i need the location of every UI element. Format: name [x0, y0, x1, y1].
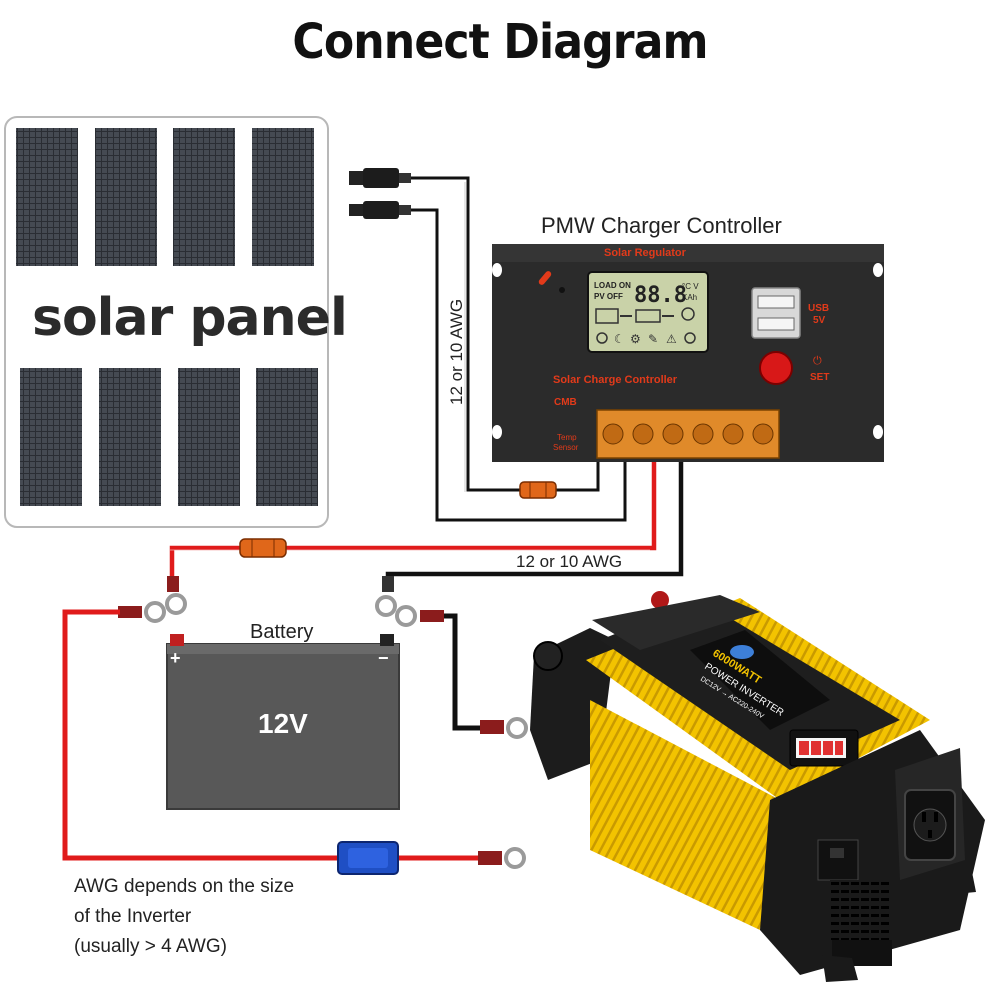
controller-top-label: Solar Regulator	[604, 247, 687, 259]
battery-positive-terminal	[170, 634, 184, 646]
lcd-moon-icon: ☾	[614, 332, 625, 346]
solar-panel-label: solar panel	[32, 288, 348, 348]
lcd-panel-icon	[595, 308, 619, 324]
controller-title: PMW Charger Controller	[541, 213, 782, 238]
cmb-label: CMB	[554, 397, 577, 408]
sensor-label: Sensor	[553, 443, 579, 452]
set-button[interactable]	[759, 351, 793, 385]
inverter-wires	[62, 609, 482, 861]
battery: + −	[166, 634, 400, 810]
awg-note-line-2: of the Inverter	[74, 906, 192, 927]
solar-cells-top	[16, 128, 314, 266]
usb-label: USB	[808, 303, 829, 314]
mount-foot	[822, 955, 858, 982]
controller-bottom-label: Solar Charge Controller	[553, 374, 678, 386]
charge-controller: Solar Regulator LOAD ON PV OFF 88.8 °C V…	[492, 244, 884, 462]
anl-fuse	[337, 841, 399, 875]
wire-gauge-label-vertical: 12 or 10 AWG	[447, 298, 466, 405]
awg-note-line-1: AWG depends on the size	[74, 876, 295, 897]
lcd-display: LOAD ON PV OFF 88.8 °C V KAh ☾ ⚙ ✎ ⚠	[587, 271, 709, 353]
inverter-fuse-cap	[651, 591, 669, 609]
awg-note-line-3: (usually > 4 AWG)	[74, 936, 227, 957]
lcd-bulb-icon	[681, 307, 695, 321]
lcd-pv-off: PV OFF	[594, 292, 623, 301]
power-inverter: 6000WATT POWER INVERTER DC12V → AC220-24…	[530, 591, 985, 982]
battery-plus-sign: +	[170, 648, 181, 668]
solar-cells-bottom	[20, 368, 318, 506]
awg-note: AWG depends on the size of the Inverter …	[74, 872, 294, 962]
power-icon: ⏻	[813, 354, 822, 367]
pv-wires	[411, 176, 627, 522]
inverter-battery-indicator	[789, 729, 859, 767]
battery-label: Battery	[250, 621, 314, 643]
ac-outlet[interactable]	[904, 789, 956, 861]
lcd-sun-icon	[596, 332, 608, 344]
lcd-load-on: LOAD ON	[594, 281, 631, 290]
thermometer-icon	[538, 271, 565, 293]
mount-foot	[940, 870, 976, 895]
inline-fuse-pv	[519, 481, 557, 499]
mc4-connectors	[349, 168, 411, 219]
usb-voltage-label: 5V	[813, 315, 826, 326]
temp-label: Temp	[557, 433, 577, 442]
ring-terminals-inverter	[478, 717, 528, 869]
ring-terminals-battery	[118, 576, 444, 627]
battery-minus-sign: −	[378, 648, 389, 668]
lcd-warning-icon: ⚠	[666, 332, 677, 346]
terminal-block	[596, 409, 780, 459]
battery-voltage: 12V	[258, 708, 308, 739]
vent-grate	[830, 880, 890, 940]
usb-ports[interactable]	[751, 287, 801, 339]
lcd-wrench-icon: ✎	[648, 332, 658, 346]
solar-panel	[4, 116, 329, 528]
lcd-unit-kah: KAh	[682, 293, 697, 302]
battery-negative-terminal	[380, 634, 394, 646]
inverter-positive-post	[533, 641, 563, 671]
page-title: Connect Diagram	[292, 14, 708, 70]
set-label: SET	[810, 372, 829, 383]
wire-gauge-label-horizontal: 12 or 10 AWG	[516, 552, 623, 571]
power-switch-rocker	[830, 848, 844, 858]
inverter-logo	[730, 645, 754, 659]
lcd-gear-icon: ⚙	[630, 332, 641, 346]
lcd-clock-icon	[684, 332, 696, 344]
lcd-battery-icon	[635, 309, 661, 323]
lcd-digits: 88.8	[634, 283, 687, 308]
lcd-unit-temp-volt: °C V	[682, 282, 699, 291]
inline-fuse-battery	[239, 538, 287, 558]
power-switch[interactable]	[817, 839, 859, 881]
